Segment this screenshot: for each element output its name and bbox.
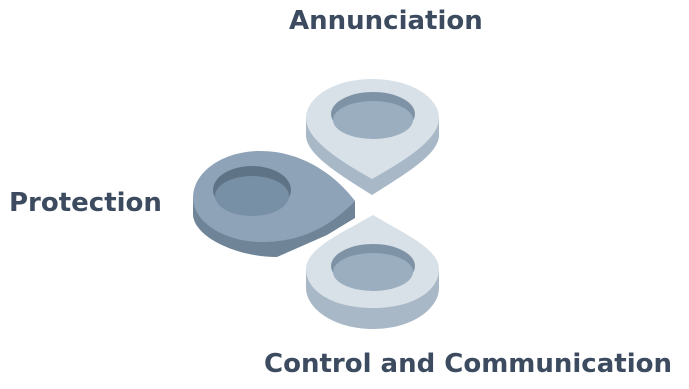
annunciation-hole <box>333 101 413 139</box>
annunciation-label: Annunciation <box>289 6 483 36</box>
protection-hole <box>215 176 289 216</box>
control-communication-drop <box>306 215 439 329</box>
annunciation-drop <box>306 79 439 195</box>
protection-drop <box>193 151 355 257</box>
control-and-communication-label: Control and Communication <box>264 349 672 379</box>
control-communication-hole <box>333 253 413 291</box>
protection-label: Protection <box>9 188 162 218</box>
